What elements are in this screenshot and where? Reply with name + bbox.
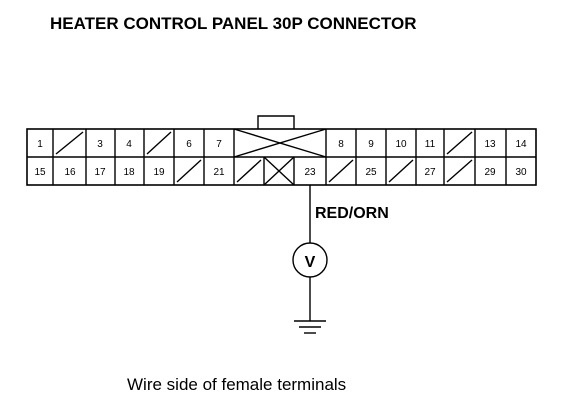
blank-cavity [388, 159, 414, 183]
connector-latch [257, 115, 295, 129]
pin-label: 10 [395, 139, 407, 150]
pin-label: 25 [365, 167, 377, 178]
pin-label: 23 [304, 167, 316, 178]
diagram-caption: Wire side of female terminals [127, 375, 346, 394]
blank-cavity [176, 159, 202, 183]
pin-label: 7 [216, 139, 222, 150]
pin-label: 13 [484, 139, 496, 150]
plugged-cavity [263, 156, 295, 186]
pin-label: 29 [484, 167, 496, 178]
pin-label: 4 [126, 139, 132, 150]
blank-cavity [328, 159, 354, 183]
pin-label: 14 [515, 139, 527, 150]
pin-label: 19 [153, 167, 165, 178]
pin-label: 17 [94, 167, 106, 178]
pin-label: 8 [338, 139, 344, 150]
pin-label: 27 [424, 167, 436, 178]
key-cross [233, 128, 327, 158]
pin-label: 18 [123, 167, 135, 178]
pin-label: 16 [64, 167, 76, 178]
wire-color-label: RED/ORN [315, 205, 389, 222]
pin-label: 30 [515, 167, 527, 178]
pin-label: 11 [425, 139, 436, 150]
blank-cavity [236, 159, 262, 183]
pin-label: 21 [213, 167, 225, 178]
diagram-title: HEATER CONTROL PANEL 30P CONNECTOR [50, 14, 417, 33]
ground-icon [294, 320, 326, 334]
pin-label: 6 [186, 139, 192, 150]
blank-cavity [146, 131, 172, 155]
pin-label: 15 [34, 167, 46, 178]
blank-cavity [55, 131, 84, 155]
pin-label: 1 [37, 139, 43, 150]
pin-label: 3 [97, 139, 103, 150]
blank-cavity [446, 131, 473, 155]
bottom-row: 15 16 17 18 19 21 23 25 27 29 30 [34, 156, 527, 186]
voltmeter-symbol: V [305, 254, 316, 271]
pin-label: 9 [368, 139, 374, 150]
blank-cavity [446, 159, 473, 183]
top-row: 1 3 4 6 7 8 9 10 11 13 14 [37, 128, 527, 185]
